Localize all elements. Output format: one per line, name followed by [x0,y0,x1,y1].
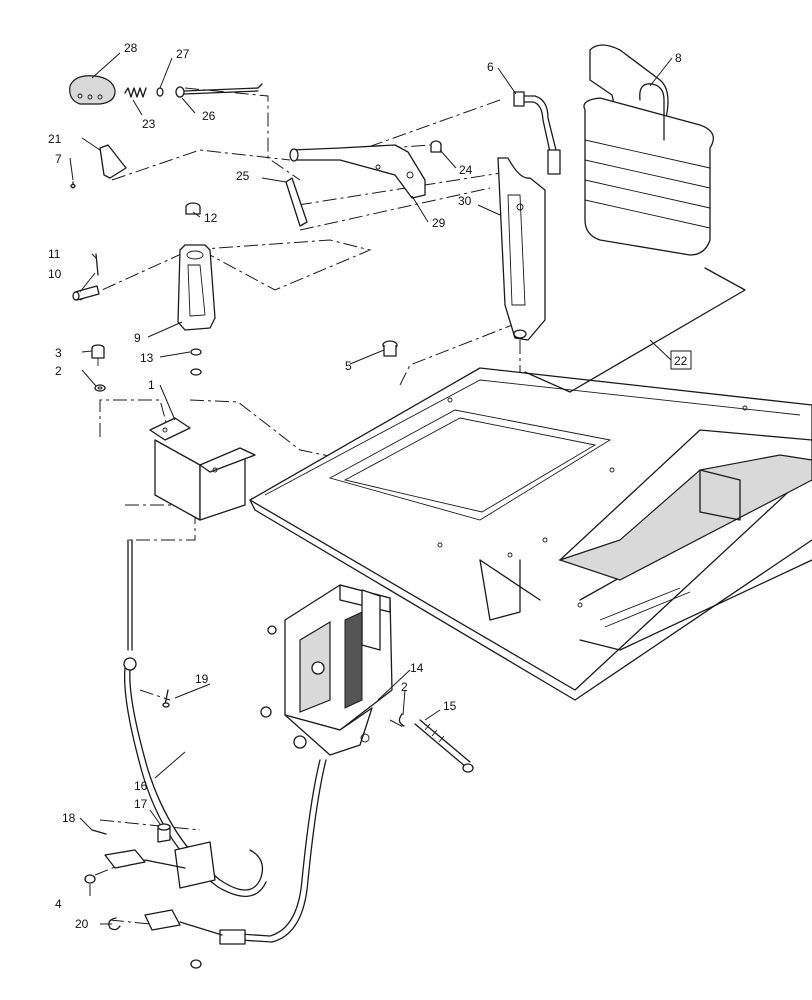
callout-15: 15 [443,699,457,713]
floor-platform [249,367,812,701]
callout-11: 11 [48,247,61,261]
part-12-bolt [185,202,201,215]
callout-3: 3 [55,346,62,360]
leader-lines [69,52,673,925]
part-8-boot [583,44,714,256]
part-18-cotter [91,829,107,835]
callout-25: 25 [236,169,250,183]
part-23-spring [124,87,147,98]
part-11-clip [95,253,99,276]
callout-10: 10 [48,267,62,281]
part-1-bracket [149,417,256,521]
part-15-bolt [414,719,474,773]
callout-29: 29 [432,216,446,230]
part-10-pin [72,285,100,301]
callout-2-lower: 2 [401,680,408,694]
part-6-connector [513,91,561,175]
part-4-washer [84,874,96,884]
part-27-washer [156,87,164,97]
callout-17: 17 [134,797,148,811]
callout-4: 4 [55,897,62,911]
callout-30: 30 [458,194,472,208]
callout-22: 22 [674,354,688,368]
part-14-controller [260,584,393,756]
part-7-screw [70,181,76,189]
part-30-lever-arm [497,157,546,341]
callout-1: 1 [148,378,155,392]
callout-26: 26 [202,109,216,123]
callout-27: 27 [176,47,190,61]
callout-7: 7 [55,152,62,166]
part-26-rod [175,83,263,98]
callout-12: 12 [204,211,218,225]
part-3-bolt [91,344,105,366]
callout-9: 9 [134,331,141,345]
part-28-knob [69,75,116,105]
callout-21: 21 [48,132,62,146]
callout-16: 16 [134,779,148,793]
part-19-screw [162,689,170,708]
callout-8: 8 [675,51,682,65]
callout-labels: 28 27 23 26 21 7 25 12 11 10 9 3 13 2 1 … [48,41,692,931]
part-20-clip [108,917,121,931]
callout-6: 6 [487,60,494,74]
part-17-pin [157,823,171,843]
callout-18: 18 [62,811,76,825]
area-22-outline [524,267,746,393]
part-29-lever [289,144,426,199]
callout-24: 24 [459,163,473,177]
part-9-lever-bracket [177,244,216,331]
callout-2-upper: 2 [55,364,62,378]
callout-28: 28 [124,41,138,55]
part-2-washer [94,384,106,392]
callout-5: 5 [345,359,352,373]
callout-20: 20 [75,917,89,931]
clevis-lower [144,909,223,936]
part-21-plate [99,144,127,179]
clevis-upper [104,841,216,889]
callout-22-box [670,350,692,370]
part-13-nuts [190,348,202,376]
callout-14: 14 [410,661,424,675]
callout-23: 23 [142,117,156,131]
callout-13: 13 [140,351,154,365]
part-24-bushing [430,140,442,153]
callout-19: 19 [195,672,209,686]
part-5-bolt [382,340,398,357]
part-washer-bottom [190,959,202,969]
part-2-clip [398,713,405,727]
part-25-latch [285,177,308,227]
